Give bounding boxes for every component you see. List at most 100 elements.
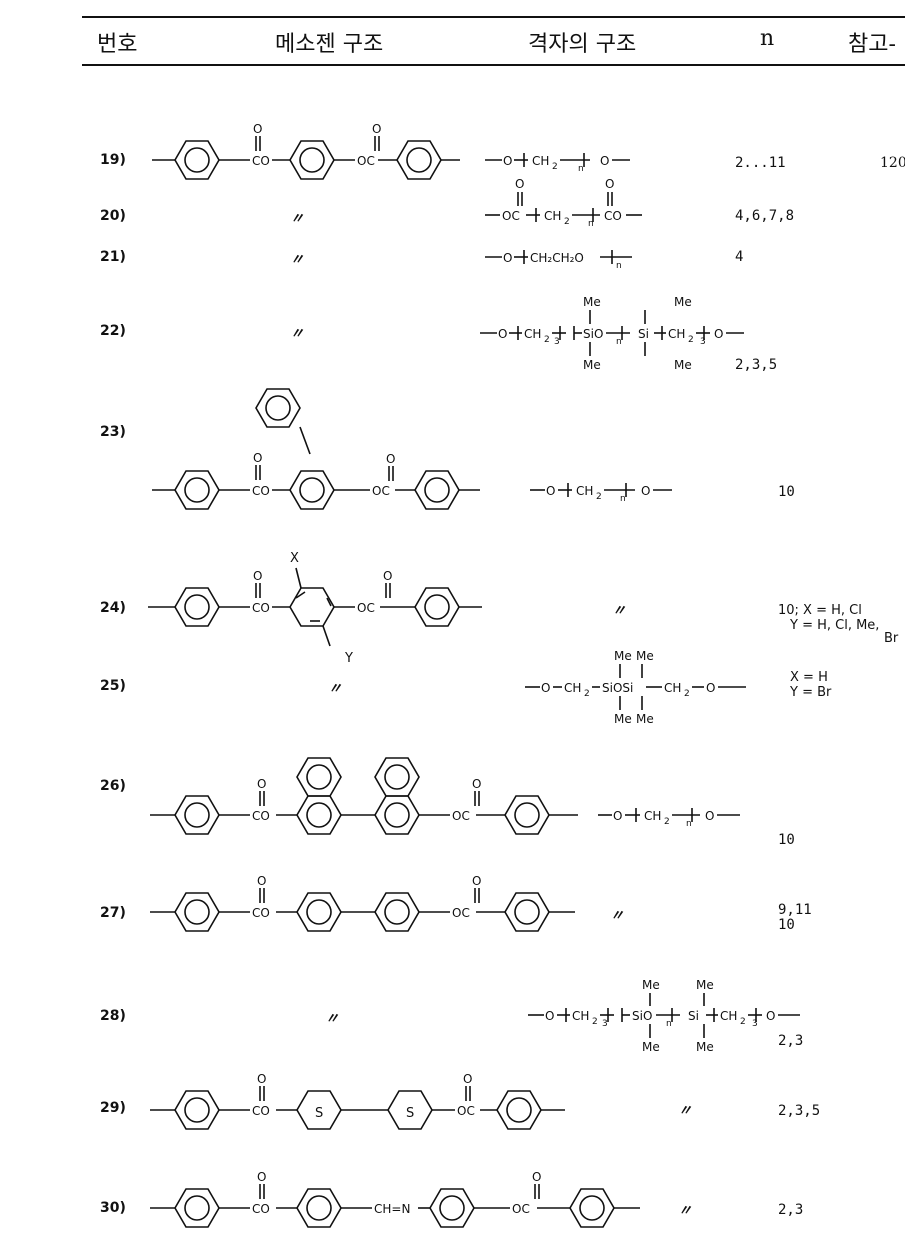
sub-3-s22a: 3 <box>554 337 560 347</box>
ch-label-s28b: CH <box>720 1009 737 1023</box>
sub-3-s22b: 3 <box>700 337 706 347</box>
spacer-19: O CH 2 n O <box>485 153 630 174</box>
header-n: n <box>760 26 775 51</box>
table-header: 번호 메소젠 구조 격자의 구조 n 참고- <box>0 0 905 70</box>
sub-n-s21: n <box>616 261 622 271</box>
sub-2-s28b: 2 <box>740 1017 746 1027</box>
o-label-s26a: O <box>613 809 622 823</box>
co-label-29: CO <box>252 1104 270 1118</box>
spacer-21: O CH₂CH₂O n <box>485 250 632 271</box>
condition-24-line1: 10; X = H, Cl <box>778 603 862 618</box>
oc-label-27: OC <box>452 906 470 920</box>
o-label-s25a: O <box>541 681 550 695</box>
ch-label-s25a: CH <box>564 681 581 695</box>
mesogen-23: CO O OC O <box>152 388 480 510</box>
sio-label-s22: SiO <box>583 327 603 341</box>
si-label-s22: Si <box>638 327 649 341</box>
o-label-s19b: O <box>600 154 609 168</box>
me-label-s22a: Me <box>583 295 601 309</box>
n-value-27a: 9,11 <box>778 902 812 918</box>
me-label-s22c: Me <box>674 295 692 309</box>
spacer-28: O CH 2 3 SiO Me Me n Si Me Me CH 2 3 O <box>528 978 800 1054</box>
o-label-s23b: O <box>641 484 650 498</box>
me-label-s28a: Me <box>642 978 660 992</box>
condition-25-line1: X = H <box>790 670 828 685</box>
row-number-26: 26) <box>100 778 126 794</box>
n-value-28: 2,3 <box>778 1033 804 1049</box>
me-label-s28d: Me <box>696 1040 714 1054</box>
row-number-22: 22) <box>100 323 126 339</box>
chn-label-30: CH=N <box>374 1202 410 1216</box>
co-label-s20: CO <box>604 209 622 223</box>
oc-label-s20: OC <box>502 209 520 223</box>
o-label-19a: O <box>253 122 262 136</box>
n-value-22: 2,3,5 <box>735 357 778 373</box>
ch-label-s22b: CH <box>668 327 685 341</box>
co-label-24: CO <box>252 601 270 615</box>
ditto-mark-22: 〃 <box>290 326 304 342</box>
n-value-29: 2,3,5 <box>778 1103 821 1119</box>
oc-label-30: OC <box>512 1202 530 1216</box>
n-value-21: 4 <box>735 249 744 265</box>
row-number-27: 27) <box>100 905 126 921</box>
sub-2-s26: 2 <box>664 817 670 827</box>
co-label-23: CO <box>252 484 270 498</box>
o-label-s28a: O <box>545 1009 554 1023</box>
sub-2-s22a: 2 <box>544 335 550 345</box>
me-label-s25d: Me <box>636 712 654 726</box>
o-label-s22b: O <box>714 327 723 341</box>
sub-3-s28a: 3 <box>602 1019 608 1029</box>
oc-label-29: OC <box>457 1104 475 1118</box>
mesogen-30: CO O CH=N OC O <box>150 1170 640 1228</box>
o-label-s20b: O <box>605 177 614 191</box>
mesogen-24: CO O X Y OC O <box>148 551 482 666</box>
header-mesogen-structure: 메소젠 구조 <box>275 32 384 57</box>
me-label-s22d: Me <box>674 358 692 372</box>
ch-label-s19: CH <box>532 154 549 168</box>
row-number-30: 30) <box>100 1200 126 1216</box>
mesogen-26: CO O OC O <box>150 757 578 835</box>
o-label-s23a: O <box>546 484 555 498</box>
ch-label-s20: CH <box>544 209 561 223</box>
condition-25-line2: Y = Br <box>790 685 832 700</box>
ch2o-label-s21: CH₂CH₂O <box>530 251 584 265</box>
ditto-mark-21: 〃 <box>290 252 304 268</box>
ditto-mark-28: 〃 <box>325 1011 339 1027</box>
oc-label-23: OC <box>372 484 390 498</box>
n-value-26: 10 <box>778 832 795 848</box>
condition-24-line3: Br <box>884 631 899 646</box>
row-number-29: 29) <box>100 1100 126 1116</box>
o-label-24b: O <box>383 569 392 583</box>
sub-n-s26: n <box>686 819 692 829</box>
header-reference: 참고- <box>848 32 896 57</box>
o-label-s21: O <box>503 251 512 265</box>
me-label-s22b: Me <box>583 358 601 372</box>
sub-2-s19: 2 <box>552 162 558 172</box>
n-value-19: 2...11 <box>735 155 786 171</box>
s-label-29a: S <box>315 1106 323 1121</box>
spacer-ditto-29: 〃 <box>678 1103 692 1119</box>
n-value-30: 2,3 <box>778 1202 804 1218</box>
header-spacer-structure: 격자의 구조 <box>528 32 637 57</box>
o-label-23b: O <box>386 452 395 466</box>
o-label-27b: O <box>472 874 481 888</box>
siosi-label-s25: SiOSi <box>602 681 633 695</box>
me-label-s28b: Me <box>642 1040 660 1054</box>
mesogen-29: CO O S S OC O <box>150 1072 565 1130</box>
si-label-s28: Si <box>688 1009 699 1023</box>
row-number-28: 28) <box>100 1008 126 1024</box>
o-label-30b: O <box>532 1170 541 1184</box>
row-number-25: 25) <box>100 678 126 694</box>
o-label-s22a: O <box>498 327 507 341</box>
o-label-23a: O <box>253 451 262 465</box>
s-label-29b: S <box>406 1106 414 1121</box>
n-value-23: 10 <box>778 484 795 500</box>
sub-2-s22b: 2 <box>688 335 694 345</box>
n-value-20: 4,6,7,8 <box>735 208 795 224</box>
oc-label-19: OC <box>357 154 375 168</box>
ch-label-s28a: CH <box>572 1009 589 1023</box>
oc-label-26: OC <box>452 809 470 823</box>
header-top-rule <box>82 16 905 18</box>
me-label-s25b: Me <box>636 649 654 663</box>
